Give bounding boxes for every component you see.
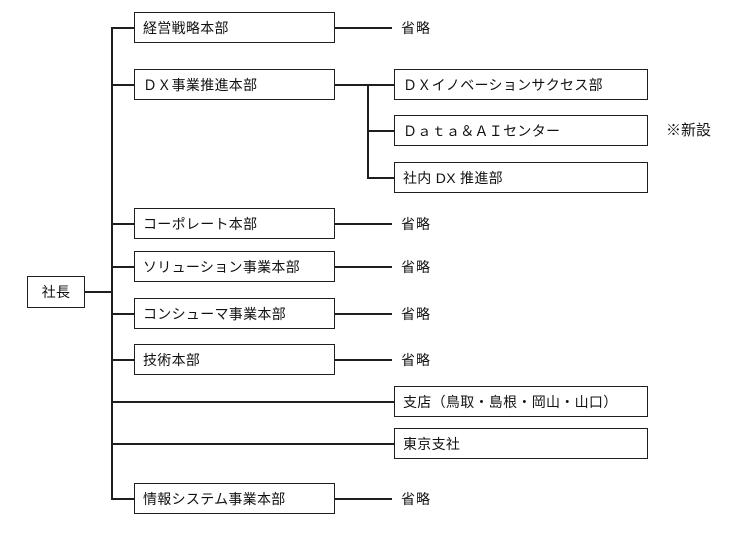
connector-dx-out [335, 83, 369, 86]
connector-branch [111, 265, 134, 268]
connector-omit [335, 497, 392, 500]
node-management-strategy-hq: 経営戦略本部 [134, 12, 335, 43]
connector-trunk [111, 26, 113, 499]
connector-dx-child [367, 176, 394, 179]
node-solution-business-hq: ソリューション事業本部 [134, 251, 335, 282]
connector-omit [335, 26, 392, 29]
connector-omit [335, 312, 392, 315]
connector-branch [111, 83, 134, 86]
connector-branch [111, 358, 134, 361]
connector-dx-child [367, 83, 394, 86]
node-dx-innovation-success-dept: ＤＸイノベーションサクセス部 [394, 69, 648, 100]
connector-omit [335, 222, 392, 225]
omitted-label-technology: 省略 [401, 351, 431, 368]
node-branches: 支店（鳥取・島根・岡山・山口） [394, 386, 648, 417]
connector-omit [335, 265, 392, 268]
connector-dx-child [367, 129, 394, 132]
connector-branch [111, 26, 134, 29]
omitted-label-corporate: 省略 [401, 215, 431, 232]
connector-branch [111, 222, 134, 225]
connector-branch [111, 312, 134, 315]
node-information-system-business-hq: 情報システム事業本部 [134, 483, 335, 514]
node-consumer-business-hq: コンシューマ事業本部 [134, 298, 335, 329]
node-corporate-hq: コーポレート本部 [134, 208, 335, 239]
omitted-label-management-strategy: 省略 [401, 19, 431, 36]
connector-branch-long [111, 400, 395, 403]
node-tokyo-branch: 東京支社 [394, 428, 648, 459]
connector-omit [335, 358, 392, 361]
connector-branch-long [111, 442, 395, 445]
node-dx-business-promotion-hq: ＤＸ事業推進本部 [134, 69, 335, 100]
connector-branch [111, 497, 134, 500]
new-establishment-annotation: ※新設 [666, 122, 712, 139]
node-technology-hq: 技術本部 [134, 344, 335, 375]
node-internal-dx-promotion-dept: 社内 DX 推進部 [394, 162, 648, 193]
node-data-ai-center: Ｄａｔａ＆ＡＩセンター [394, 115, 648, 146]
connector-root [85, 291, 113, 293]
omitted-label-solution: 省略 [401, 258, 431, 275]
node-president: 社長 [27, 276, 85, 308]
omitted-label-consumer: 省略 [401, 305, 431, 322]
omitted-label-information-system: 省略 [401, 490, 431, 507]
